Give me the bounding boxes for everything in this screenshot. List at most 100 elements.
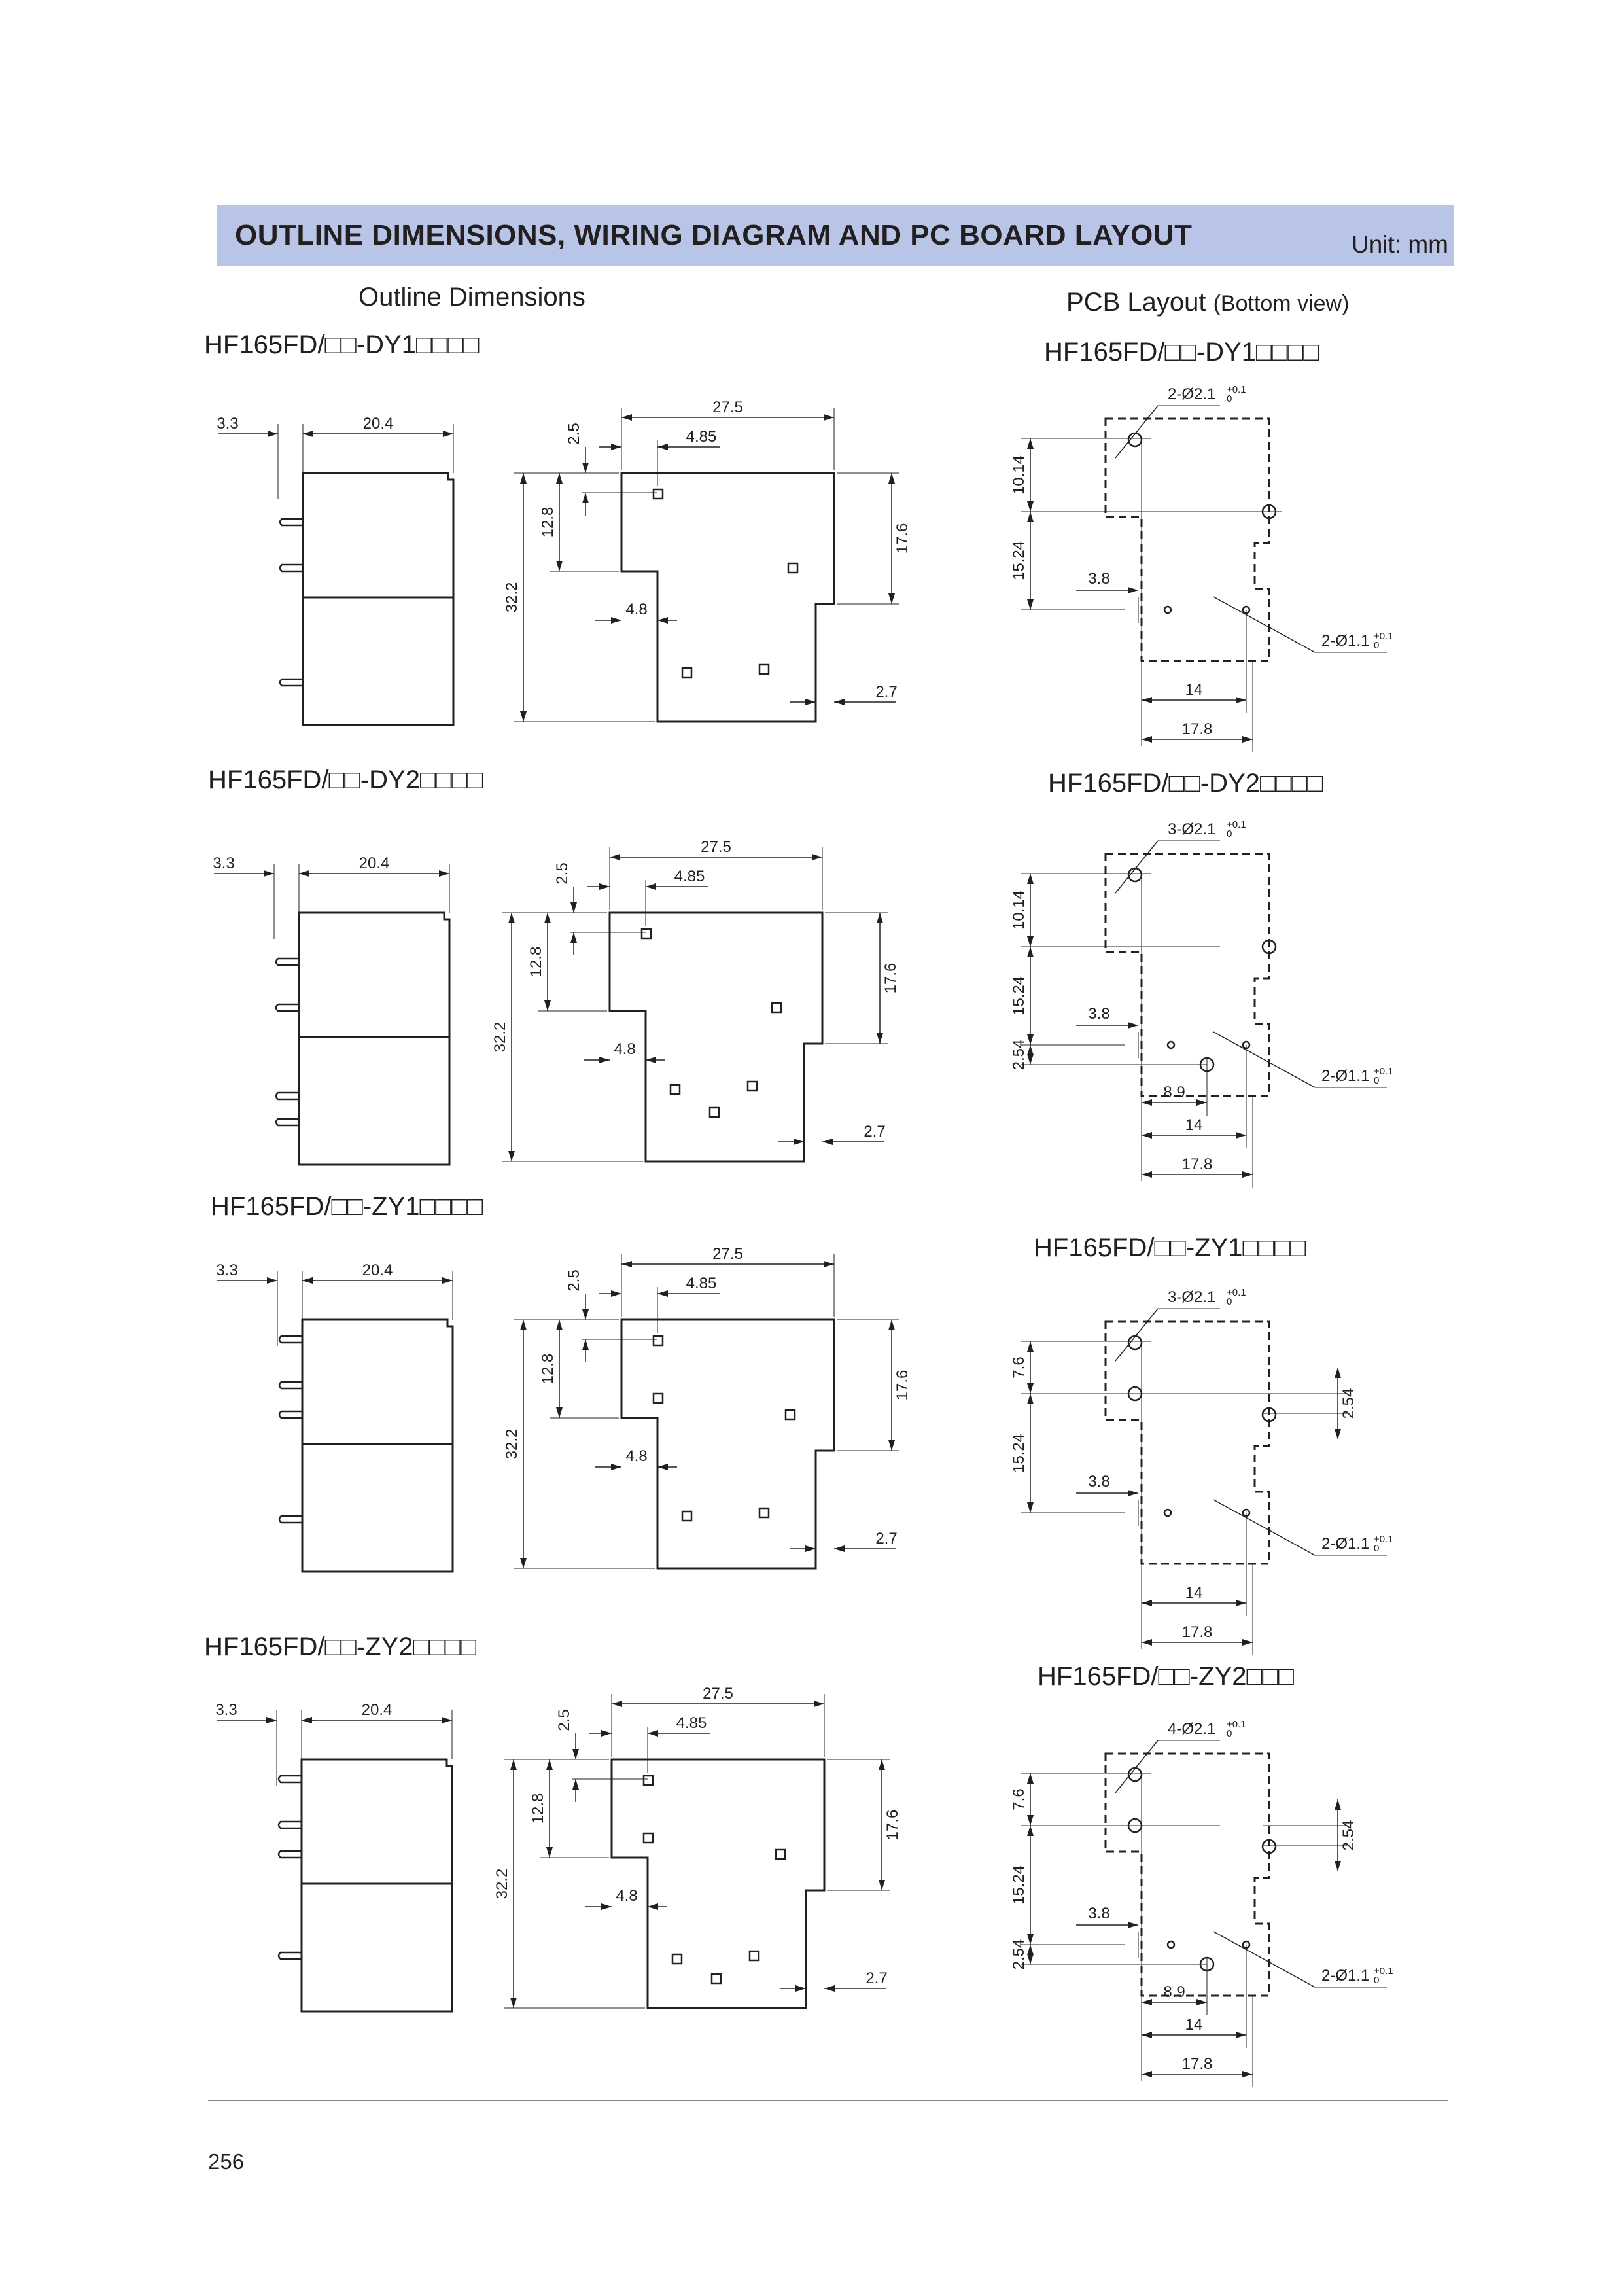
dimension-label: 2-Ø2.1 xyxy=(1168,385,1215,403)
dimension-label: 2-Ø1.1 xyxy=(1321,1067,1369,1085)
dimension-arrow xyxy=(299,870,309,877)
dimension-label: 17.6 xyxy=(894,523,911,554)
pin-pad xyxy=(652,488,664,500)
outline-path xyxy=(1104,853,1270,1097)
dimension-label: 2-Ø1.1 xyxy=(1321,1535,1369,1553)
pin-pad xyxy=(681,1510,693,1522)
dimension-arrow xyxy=(621,1261,632,1267)
pin-pad xyxy=(652,1335,664,1347)
dimension-label: 2.7 xyxy=(865,1969,887,1987)
outline-path xyxy=(277,1820,302,1829)
outline-path xyxy=(1104,1320,1270,1565)
dimension-arrow xyxy=(648,1903,658,1910)
dimension-label: 32.2 xyxy=(503,1429,521,1460)
dimension-arrow xyxy=(611,617,621,624)
dimension-arrow xyxy=(582,1309,589,1320)
dimension-arrow xyxy=(824,1261,834,1267)
dimension-arrow xyxy=(303,431,313,437)
dimension-arrow xyxy=(888,593,895,604)
outline-path xyxy=(275,957,299,966)
dimension-label: 32.2 xyxy=(491,1022,509,1053)
line xyxy=(1213,1031,1316,1088)
dimension-arrow xyxy=(266,1717,277,1723)
dimension-arrow xyxy=(443,431,453,437)
dimension-arrow xyxy=(1128,1022,1138,1029)
dimension-arrow xyxy=(1142,1999,1152,2005)
dimension-arrow xyxy=(442,1277,453,1284)
dimension-arrow xyxy=(1027,1826,1034,1836)
pcb-model-zy2: HF165FD/□□-ZY2□□□ xyxy=(1038,1662,1294,1691)
outline-path xyxy=(1104,1752,1270,1997)
tolerance-lower: 0 xyxy=(1227,393,1232,404)
tolerance-upper: +0.1 xyxy=(1227,1287,1246,1298)
dimension-arrow xyxy=(544,1000,551,1011)
dimension-arrow xyxy=(657,444,668,450)
dimension-arrow xyxy=(812,854,822,860)
pcb-hole-small xyxy=(1163,605,1172,614)
pcb-hole-small xyxy=(1163,1508,1172,1517)
tolerance-upper: +0.1 xyxy=(1227,1719,1246,1730)
dimension-arrow xyxy=(794,1139,804,1145)
dimension-label: 20.4 xyxy=(362,1262,393,1279)
pin-pad xyxy=(640,928,652,940)
dimension-arrow xyxy=(1027,1773,1034,1784)
dimension-label: 17.8 xyxy=(1182,1156,1213,1173)
dimension-label: 3.3 xyxy=(217,415,238,433)
dimension-arrow xyxy=(1142,1639,1152,1646)
dimension-arrow xyxy=(1128,587,1138,593)
outline-path xyxy=(302,472,455,726)
dimension-arrow xyxy=(1027,936,1034,947)
dimension-label: 32.2 xyxy=(503,582,521,613)
dimension-arrow xyxy=(1242,1639,1253,1646)
pin-pad xyxy=(681,667,693,679)
dimension-arrow xyxy=(888,1440,895,1451)
pin-pad xyxy=(710,1973,722,1985)
dimension-arrow xyxy=(1027,1934,1034,1945)
outline-path xyxy=(275,1091,299,1101)
pcb-hole-small xyxy=(1166,1940,1176,1949)
dimension-label: 17.8 xyxy=(1182,1623,1213,1641)
pcb-hole-small xyxy=(1166,1040,1176,1050)
page-number: 256 xyxy=(208,2149,245,2174)
dimension-arrow xyxy=(657,617,668,624)
dimension-arrow xyxy=(1335,1429,1341,1439)
pcb-layout: 7.615.243.81417.82.543-Ø2.1+0.102-Ø1.1+0… xyxy=(1010,1287,1393,1655)
dimension-arrow xyxy=(1142,1099,1152,1106)
dimension-label: 3.8 xyxy=(1088,1905,1109,1922)
dimension-arrow xyxy=(1027,1034,1034,1045)
outline-path xyxy=(277,1951,302,1960)
dimension-arrow xyxy=(888,1320,895,1330)
line xyxy=(1115,405,1159,459)
dimension-label: 2.7 xyxy=(875,1530,897,1547)
dimension-label: 3.8 xyxy=(1088,1473,1109,1491)
dimension-arrow xyxy=(570,902,577,913)
dimension-arrow xyxy=(582,1339,589,1350)
dimension-arrow xyxy=(1027,947,1034,957)
dimension-arrow xyxy=(520,711,527,722)
dimension-arrow xyxy=(611,1290,621,1297)
dimension-arrow xyxy=(1142,736,1152,743)
dimension-arrow xyxy=(824,414,834,421)
dimension-arrow xyxy=(510,1998,517,2008)
tolerance-upper: +0.1 xyxy=(1227,384,1246,395)
pcb-view-note: (Bottom view) xyxy=(1213,291,1350,316)
section-title: OUTLINE DIMENSIONS, WIRING DIAGRAM AND P… xyxy=(235,219,1193,251)
dimension-arrow xyxy=(822,1139,833,1145)
dimension-label: 27.5 xyxy=(703,1685,733,1703)
outline-path xyxy=(278,1410,302,1419)
dimension-arrow xyxy=(877,1033,883,1044)
outline-model-zy1: HF165FD/□□-ZY1□□□□ xyxy=(211,1192,483,1221)
dimension-label: 4.8 xyxy=(616,1887,637,1905)
unit-label: Unit: mm xyxy=(1352,231,1448,258)
dimension-label: 2.54 xyxy=(1010,1939,1028,1970)
dimension-arrow xyxy=(1027,1954,1034,1964)
dimension-arrow xyxy=(610,854,620,860)
dimension-arrow xyxy=(1335,1368,1341,1378)
dimension-arrow xyxy=(795,1985,806,1992)
dimension-arrow xyxy=(611,1464,621,1470)
